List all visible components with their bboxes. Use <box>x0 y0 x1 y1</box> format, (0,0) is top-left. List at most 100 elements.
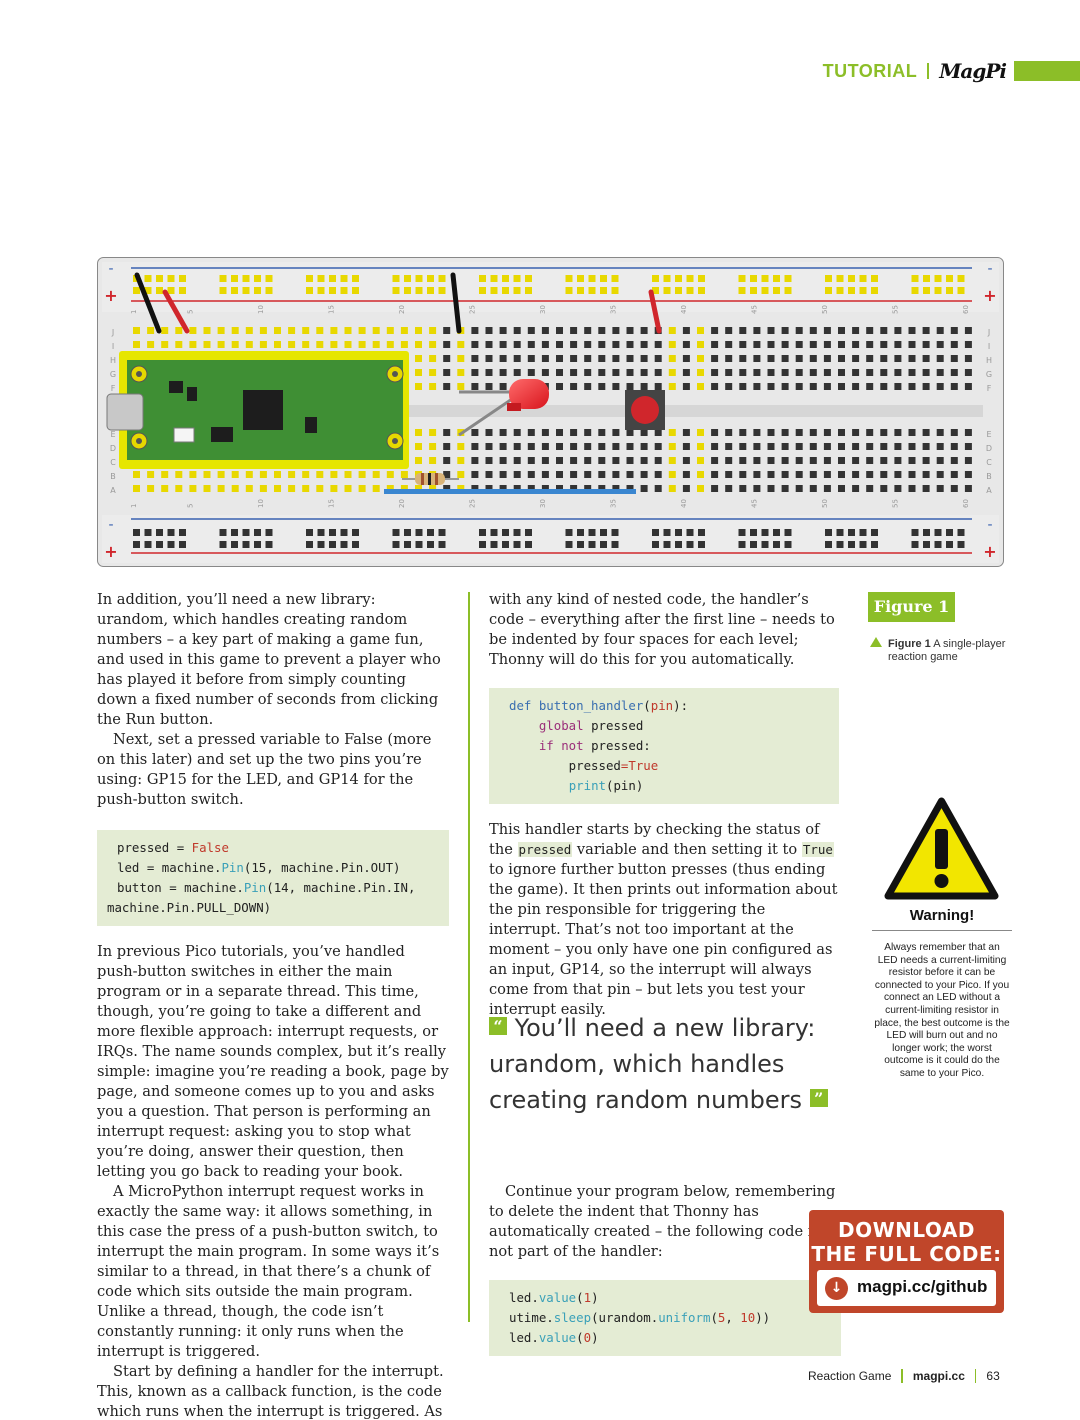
figure-label: Figure 1 <box>868 592 955 622</box>
ruler-number: 25 <box>468 499 476 508</box>
breadboard-hole <box>838 457 845 464</box>
breadboard-hole <box>302 471 310 478</box>
ruler-number: 15 <box>327 305 335 314</box>
breadboard-hole <box>584 383 592 390</box>
breadboard-hole <box>254 541 261 548</box>
breadboard-hole <box>784 529 792 536</box>
breadboard-labels: 1155101015152020252530303535404045455050… <box>110 305 992 508</box>
breadboard-hole <box>640 457 648 464</box>
breadboard-hole <box>577 275 584 282</box>
code-line: led.value(0) <box>509 1330 599 1345</box>
breadboard-hole <box>698 541 705 548</box>
breadboard-hole <box>485 457 493 464</box>
breadboard-hole <box>781 341 789 348</box>
breadboard-hole <box>825 287 832 294</box>
breadboard-hole <box>698 529 705 536</box>
breadboard-hole <box>675 529 682 536</box>
breadboard-hole <box>156 529 163 536</box>
download-url[interactable]: magpi.cc/github <box>857 1277 988 1296</box>
breadboard-hole <box>386 341 394 348</box>
breadboard-hole <box>753 341 761 348</box>
breadboard-hole <box>499 327 507 334</box>
breadboard-hole <box>570 429 578 436</box>
breadboard-hole <box>584 485 592 492</box>
breadboard-hole <box>254 529 261 536</box>
warning-title: Warning! <box>909 907 975 924</box>
breadboard-hole <box>203 327 211 334</box>
breadboard-hole <box>598 429 606 436</box>
breadboard-hole <box>950 457 958 464</box>
breadboard-hole <box>443 355 451 362</box>
breadboard-hole <box>823 457 831 464</box>
breadboard-hole <box>541 327 549 334</box>
breadboard-hole <box>556 327 563 334</box>
breadboard-hole <box>761 287 769 294</box>
breadboard-hole <box>964 369 972 376</box>
breadboard-hole <box>598 443 606 450</box>
breadboard-hole <box>871 529 878 536</box>
breadboard-hole <box>457 355 465 362</box>
ruler-number: 55 <box>891 305 899 314</box>
warning-divider <box>872 930 1012 931</box>
breadboard-hole <box>471 457 479 464</box>
ruler-number: 40 <box>680 305 688 314</box>
breadboard-hole <box>922 355 930 362</box>
breadboard-hole <box>288 341 296 348</box>
breadboard-hole <box>838 485 845 492</box>
breadboard-hole <box>871 541 878 548</box>
breadboard-hole <box>231 541 238 548</box>
breadboard-hole <box>711 341 719 348</box>
code-line: def button_handler(pin): <box>509 698 689 713</box>
breadboard-hole <box>400 471 408 478</box>
breadboard-hole <box>950 383 958 390</box>
breadboard-hole <box>836 287 844 294</box>
breadboard-hole <box>761 275 769 282</box>
breadboard-hole <box>668 369 676 376</box>
breadboard-hole <box>767 341 775 348</box>
breadboard-hole <box>668 443 676 450</box>
breadboard-hole <box>144 541 152 548</box>
breadboard-hole <box>316 327 324 334</box>
breadboard-hole <box>767 429 775 436</box>
breadboard-hole <box>950 327 958 334</box>
breadboard-hole <box>936 369 944 376</box>
breadboard-hole <box>795 327 803 334</box>
header-accent-bar <box>1014 61 1080 81</box>
download-link[interactable]: ↓ magpi.cc/github <box>817 1270 996 1306</box>
breadboard-hole <box>908 355 916 362</box>
breadboard-hole <box>570 457 578 464</box>
breadboard-hole <box>626 485 634 492</box>
breadboard-hole <box>871 287 878 294</box>
breadboard-hole <box>675 287 682 294</box>
ruler-number: 1 <box>130 310 138 314</box>
breadboard-hole <box>372 471 380 478</box>
paragraph: Next, set a pressed variable to False (m… <box>97 731 432 808</box>
breadboard-hole <box>859 287 867 294</box>
breadboard-hole <box>513 341 521 348</box>
breadboard-hole <box>513 355 521 362</box>
breadboard-hole <box>600 541 607 548</box>
breadboard-hole <box>175 471 183 478</box>
breadboard-hole <box>570 327 578 334</box>
breadboard-hole <box>686 529 694 536</box>
breadboard-hole <box>329 529 336 536</box>
breadboard-hole <box>499 457 507 464</box>
breadboard-hole <box>344 327 352 334</box>
breadboard-hole <box>697 443 704 450</box>
breadboard-hole <box>923 541 930 548</box>
footer-site: magpi.cc <box>912 1369 965 1383</box>
breadboard-hole <box>556 429 563 436</box>
breadboard-hole <box>697 355 704 362</box>
row-letter: F <box>987 384 992 393</box>
breadboard-hole <box>809 383 817 390</box>
breadboard-hole <box>457 383 465 390</box>
breadboard-hole <box>880 457 888 464</box>
breadboard-hole <box>682 369 690 376</box>
breadboard-hole <box>302 327 310 334</box>
breadboard-hole <box>838 369 845 376</box>
breadboard-hole <box>471 355 479 362</box>
breadboard-hole <box>306 541 313 548</box>
breadboard-hole <box>274 471 281 478</box>
breadboard-hole <box>823 341 831 348</box>
